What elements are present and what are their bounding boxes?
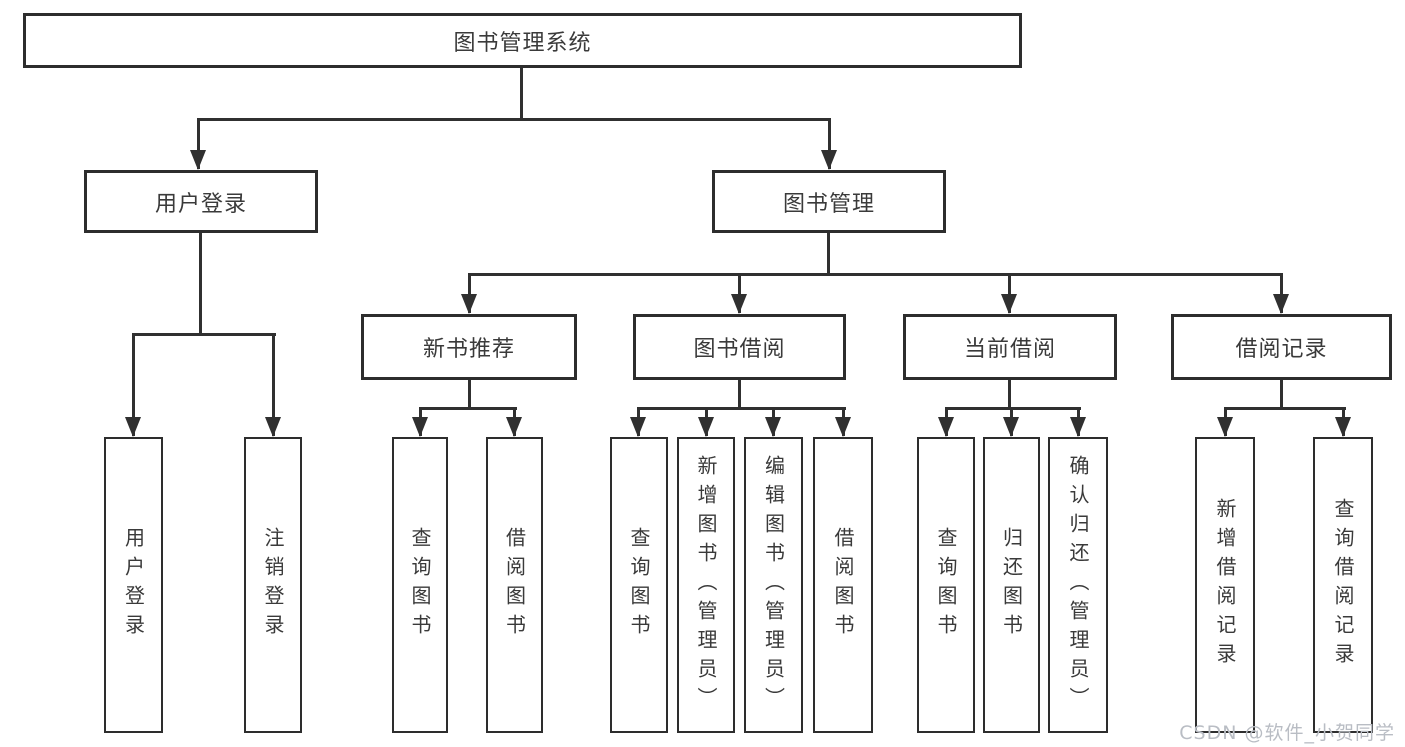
arrowhead-icon <box>1070 417 1086 437</box>
leaf-add-borrow-record: 新增借阅记录 <box>1195 437 1255 733</box>
leaf-user-login-label: 用户登录 <box>121 527 146 643</box>
node-root: 图书管理系统 <box>23 13 1022 68</box>
leaf-confirm-return-admin-label: 确认归还（管理员） <box>1066 454 1090 716</box>
leaf-logout: 注销登录 <box>244 437 302 733</box>
leaf-query-books-recommend: 查询图书 <box>392 437 448 733</box>
connector-drop <box>1008 273 1011 313</box>
node-book-borrow-label: 图书借阅 <box>693 337 786 362</box>
arrowhead-icon <box>265 417 281 437</box>
leaf-query-books-current-label: 查询图书 <box>934 527 958 643</box>
connector-stem <box>520 68 523 119</box>
arrowhead-icon <box>190 150 206 170</box>
arrowhead-icon <box>821 150 837 170</box>
node-current-borrow: 当前借阅 <box>903 314 1117 380</box>
leaf-query-books-recommend-label: 查询图书 <box>408 527 432 643</box>
connector-rail <box>1225 407 1346 410</box>
connector-rail <box>420 407 517 410</box>
node-new-book-recommend-label: 新书推荐 <box>422 337 515 362</box>
arrowhead-icon <box>1217 417 1233 437</box>
connector-drop <box>197 118 200 169</box>
arrowhead-icon <box>835 417 851 437</box>
leaf-confirm-return-admin: 确认归还（管理员） <box>1048 437 1108 733</box>
connector-drop <box>468 273 471 313</box>
connector-rail <box>469 273 1283 276</box>
node-borrow-records: 借阅记录 <box>1171 314 1392 380</box>
connector-rail <box>638 407 846 410</box>
leaf-query-books-borrow: 查询图书 <box>610 437 668 733</box>
connector-drop <box>1280 273 1283 313</box>
leaf-add-borrow-record-label: 新增借阅记录 <box>1213 498 1237 672</box>
node-user-login: 用户登录 <box>84 170 318 233</box>
connector-drop <box>272 333 275 436</box>
node-borrow-records-label: 借阅记录 <box>1235 337 1328 362</box>
arrowhead-icon <box>461 294 477 314</box>
connector-drop <box>828 118 831 169</box>
arrowhead-icon <box>125 417 141 437</box>
leaf-borrow-books-label: 借阅图书 <box>831 527 855 643</box>
connector-rail <box>133 333 276 336</box>
connector-stem <box>827 233 830 274</box>
leaf-query-borrow-record-label: 查询借阅记录 <box>1331 498 1355 672</box>
connector-stem <box>199 233 202 334</box>
node-current-borrow-label: 当前借阅 <box>963 337 1056 362</box>
arrowhead-icon <box>938 417 954 437</box>
connector-rail <box>946 407 1081 410</box>
node-root-label: 图书管理系统 <box>453 30 592 56</box>
arrowhead-icon <box>1001 294 1017 314</box>
node-new-book-recommend: 新书推荐 <box>361 314 577 380</box>
leaf-return-book-label: 归还图书 <box>999 527 1024 643</box>
leaf-user-login: 用户登录 <box>104 437 163 733</box>
leaf-edit-book-admin-label: 编辑图书（管理员） <box>761 454 786 716</box>
arrowhead-icon <box>731 294 747 314</box>
leaf-edit-book-admin: 编辑图书（管理员） <box>744 437 803 733</box>
arrowhead-icon <box>630 417 646 437</box>
node-book-borrow: 图书借阅 <box>633 314 846 380</box>
leaf-logout-label: 注销登录 <box>261 527 285 643</box>
leaf-query-books-current: 查询图书 <box>917 437 975 733</box>
arrowhead-icon <box>506 417 522 437</box>
connector-stem <box>738 380 741 408</box>
leaf-borrow-books-recommend: 借阅图书 <box>486 437 543 733</box>
connector-stem <box>468 380 471 408</box>
leaf-query-books-borrow-label: 查询图书 <box>627 527 651 643</box>
leaf-add-book-admin: 新增图书（管理员） <box>677 437 735 733</box>
leaf-query-borrow-record: 查询借阅记录 <box>1313 437 1373 733</box>
node-user-login-label: 用户登录 <box>154 191 247 217</box>
node-book-management: 图书管理 <box>712 170 946 233</box>
arrowhead-icon <box>1335 417 1351 437</box>
leaf-return-book: 归还图书 <box>983 437 1040 733</box>
arrowhead-icon <box>1003 417 1019 437</box>
leaf-add-book-admin-label: 新增图书（管理员） <box>694 454 718 716</box>
arrowhead-icon <box>1273 294 1289 314</box>
arrowhead-icon <box>765 417 781 437</box>
connector-rail <box>198 118 831 121</box>
connector-stem <box>1280 380 1283 408</box>
leaf-borrow-books: 借阅图书 <box>813 437 873 733</box>
leaf-borrow-books-recommend-label: 借阅图书 <box>502 527 527 643</box>
connector-drop <box>132 333 135 436</box>
arrowhead-icon <box>412 417 428 437</box>
node-book-management-label: 图书管理 <box>782 191 875 217</box>
connector-stem <box>1008 380 1011 408</box>
arrowhead-icon <box>698 417 714 437</box>
connector-drop <box>738 273 741 313</box>
